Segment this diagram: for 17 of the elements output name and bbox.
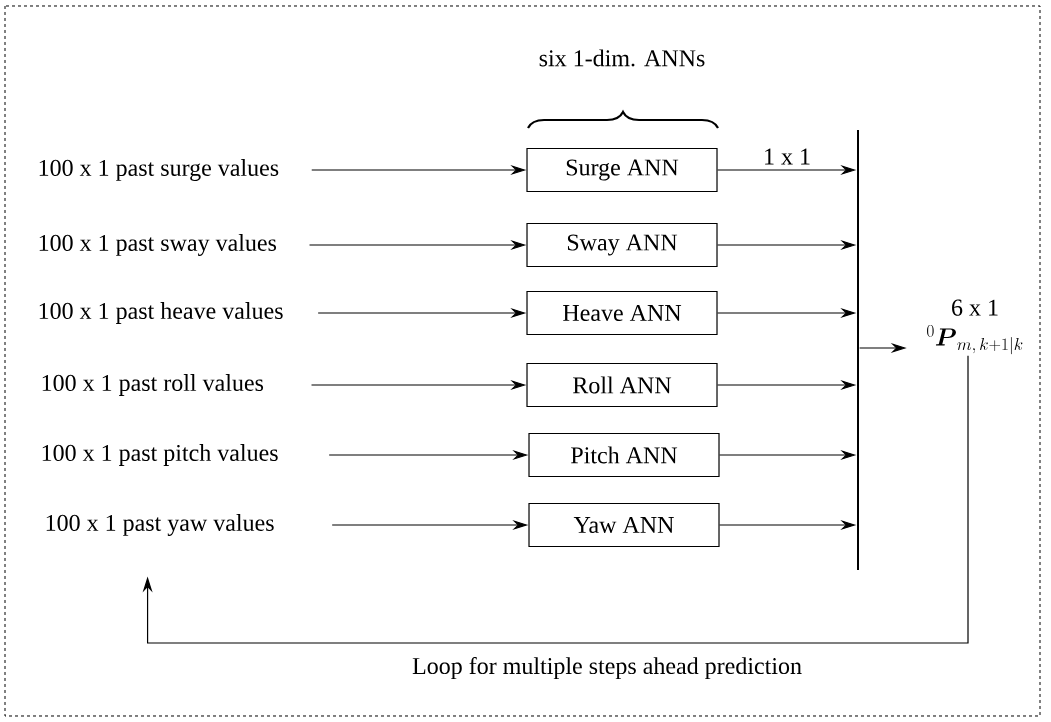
- process-box: Sway ANN: [526, 222, 718, 268]
- input-label: 100 x 1 past surge values: [39, 159, 279, 181]
- input-label: 100 x 1 past heave values: [39, 302, 283, 324]
- process-box: Yaw ANN: [528, 502, 720, 548]
- input-label: 100 x 1 past pitch values: [42, 444, 278, 466]
- edge-label: Loop for multiple steps ahead prediction: [410, 655, 804, 681]
- process-box: Pitch ANN: [528, 432, 720, 478]
- output-label: 6 x 1 $^{0}\boldsymbol{P}_{m,\, k+1|k}$: [927, 299, 1023, 355]
- process-box: Roll ANN: [526, 362, 718, 408]
- input-label: 100 x 1 past sway values: [39, 234, 277, 256]
- group-label: six 1-dim. ANNs: [539, 49, 705, 67]
- process-box: Surge ANN: [526, 147, 718, 193]
- edge-label: 1 x 1: [761, 146, 813, 167]
- arrow: [142, 355, 969, 644]
- input-label: 100 x 1 past roll values: [42, 374, 264, 396]
- process-box: Heave ANN: [526, 290, 718, 336]
- input-label: 100 x 1 past yaw values: [46, 514, 274, 536]
